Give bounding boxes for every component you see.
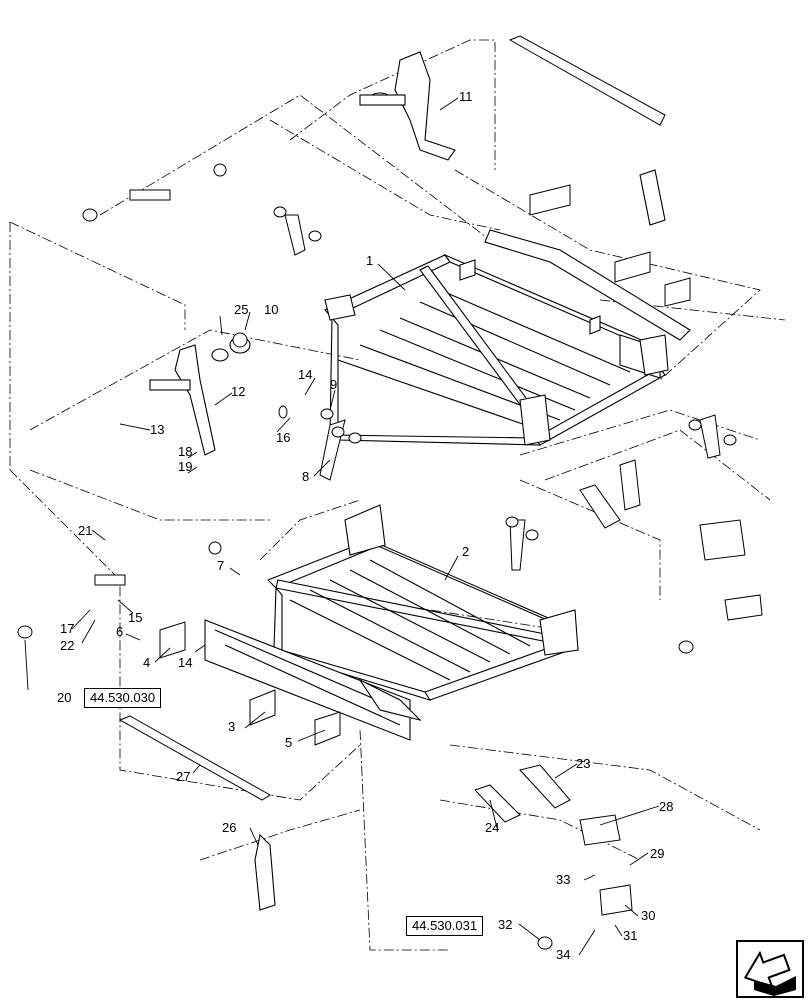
part-label-27: 27 (176, 769, 190, 784)
part-label-24: 24 (485, 820, 499, 835)
part-label-3: 3 (228, 719, 235, 734)
part-label-12: 12 (231, 384, 245, 399)
part-label-10: 10 (264, 302, 278, 317)
part-label-8: 8 (302, 469, 309, 484)
part-label-20: 20 (57, 690, 71, 705)
part-label-13: 13 (150, 422, 164, 437)
part-label-28: 28 (659, 799, 673, 814)
mount-brackets (149, 51, 666, 911)
lower-frame (204, 504, 579, 741)
part-label-18: 18 (178, 444, 192, 459)
small-parts (17, 35, 763, 950)
part-label-14b: 14 (178, 655, 192, 670)
part-label-5: 5 (285, 735, 292, 750)
part-label-14a: 14 (298, 367, 312, 382)
part-label-16: 16 (276, 430, 290, 445)
part-label-31: 31 (623, 928, 637, 943)
part-label-9: 9 (330, 377, 337, 392)
part-label-17: 17 (60, 621, 74, 636)
part-label-22: 22 (60, 638, 74, 653)
part-labels: 1 2 3 4 5 6 7 8 9 10 11 12 13 14 14 15 1… (57, 89, 673, 962)
part-label-7: 7 (217, 558, 224, 573)
part-label-2: 2 (462, 544, 469, 559)
part-label-34: 34 (556, 947, 570, 962)
reference-link-44-530-030[interactable]: 44.530.030 (84, 688, 162, 708)
leader-lines (24, 97, 660, 956)
part-label-15: 15 (128, 610, 142, 625)
part-label-11: 11 (459, 89, 473, 104)
next-page-arrow-icon[interactable] (736, 940, 804, 998)
part-label-23: 23 (576, 756, 590, 771)
part-label-25: 25 (234, 302, 248, 317)
reference-link-44-530-031[interactable]: 44.530.031 (406, 916, 484, 936)
part-label-6: 6 (116, 624, 123, 639)
part-label-30: 30 (641, 908, 655, 923)
part-label-32: 32 (498, 917, 512, 932)
upper-frame (324, 229, 691, 446)
part-label-1: 1 (366, 253, 373, 268)
part-label-21: 21 (78, 523, 92, 538)
part-label-33: 33 (556, 872, 570, 887)
part-label-29: 29 (650, 846, 664, 861)
part-label-19: 19 (178, 459, 192, 474)
part-label-26: 26 (222, 820, 236, 835)
part-label-4: 4 (143, 655, 150, 670)
